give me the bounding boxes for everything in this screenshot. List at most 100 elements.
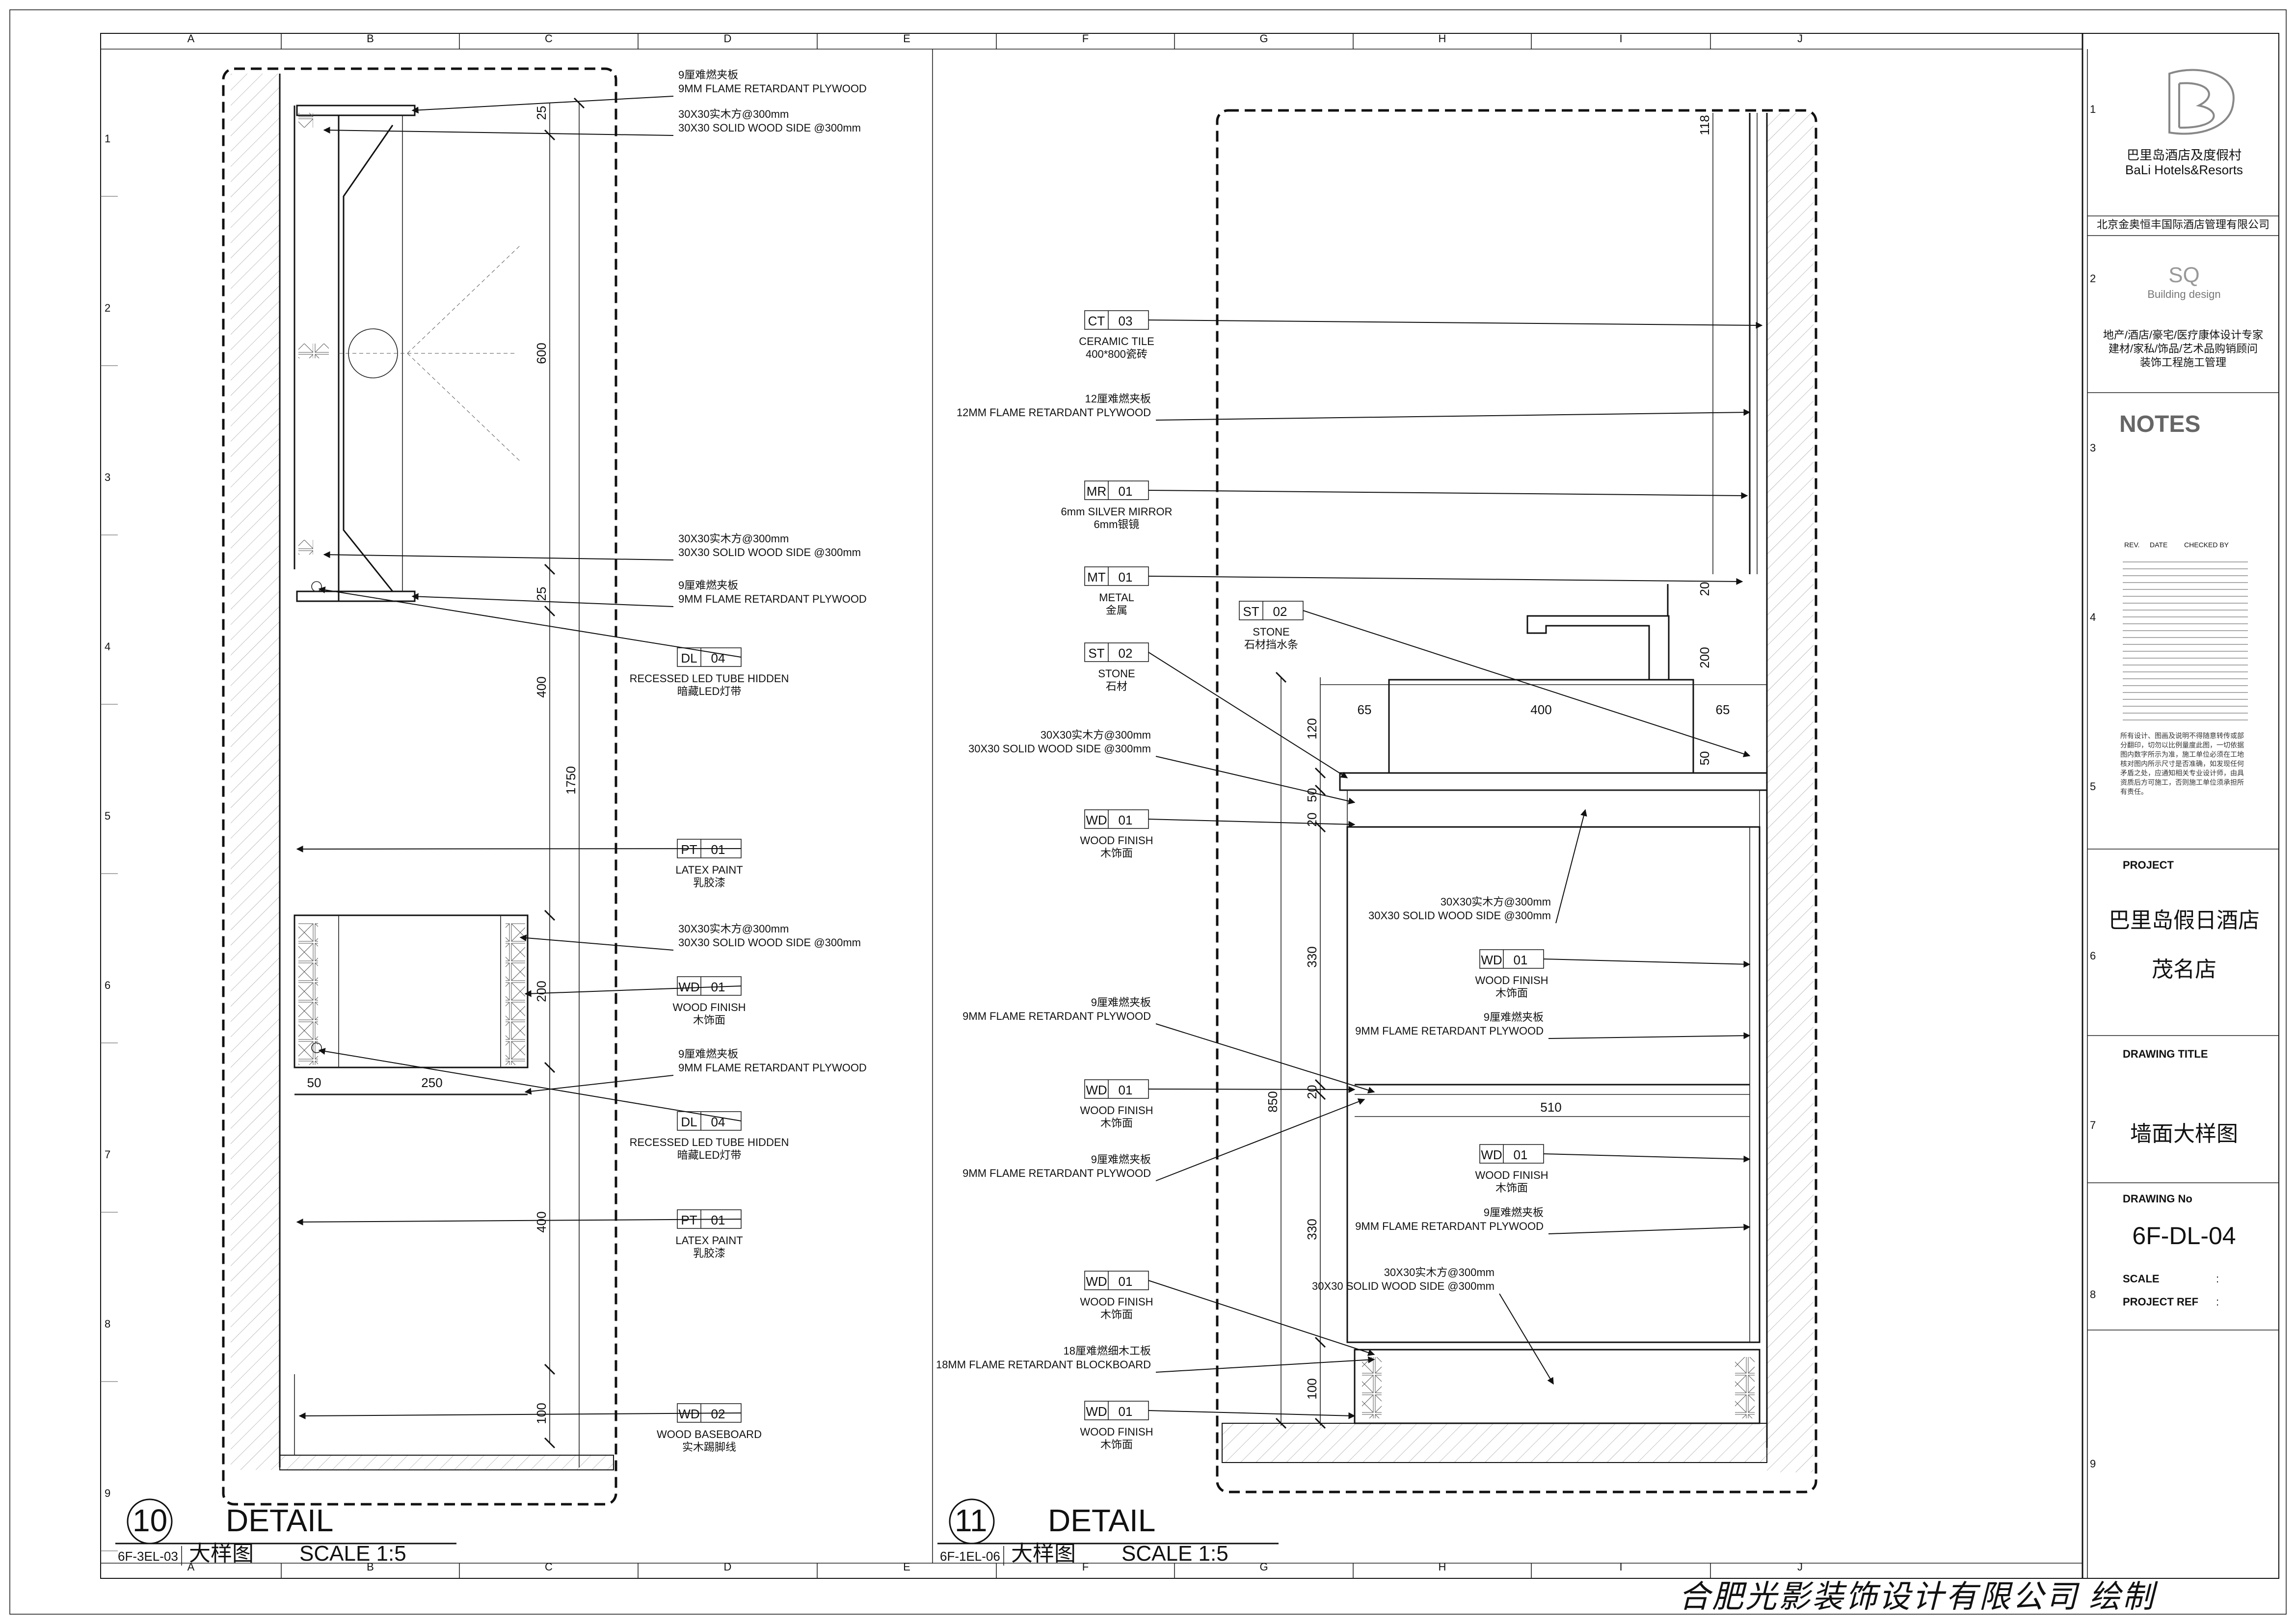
leader-line: [524, 1075, 674, 1095]
grid-row-label: 7: [105, 1148, 110, 1161]
grid-col-label: C: [545, 1561, 553, 1573]
detail-10-ref: 6F-3EL-03: [118, 1549, 178, 1564]
material-number: 01: [1119, 484, 1133, 499]
material-code: MR: [1087, 484, 1106, 499]
grid-col-label: C: [545, 32, 553, 45]
leader-line: [323, 551, 674, 560]
callout-cn: 乳胶漆: [693, 877, 725, 889]
dimension-label: 510: [1540, 1100, 1561, 1115]
sq-subtitle: Building design: [2147, 288, 2220, 300]
material-code: DL: [681, 651, 697, 666]
material-number: 02: [1273, 604, 1287, 619]
service-line-2: 建材/家私/饰品/艺术品购销顾问: [2109, 343, 2258, 355]
dimension-tick: [1314, 1417, 1326, 1429]
drawing-number: 6F-DL-04: [2132, 1222, 2236, 1250]
dimension-label: 65: [1358, 702, 1372, 717]
callout-en: 9MM FLAME RETARDANT PLYWOOD: [678, 1062, 867, 1074]
dimension-tick: [544, 909, 556, 921]
material-number: 01: [711, 842, 725, 857]
rev-header-rev: REV.: [2124, 541, 2139, 549]
brand-name-cn: 巴里岛酒店及度假村: [2127, 148, 2242, 162]
leader-line: [318, 586, 742, 658]
rev-header-checked: CHECKED BY: [2184, 541, 2229, 549]
dimension-tick: [544, 1062, 556, 1073]
brand-name-en: BaLi Hotels&Resorts: [2125, 162, 2243, 177]
grid-col-label: J: [1797, 32, 1803, 45]
callout-cn: 木饰面: [1100, 1438, 1133, 1451]
callout-en: 9MM FLAME RETARDANT PLYWOOD: [962, 1167, 1151, 1179]
callout-en: WOOD FINISH: [1080, 1426, 1153, 1438]
leader-line: [1148, 319, 1763, 329]
brand-logo-icon: [2168, 69, 2235, 135]
grid-row-label: 1: [2090, 103, 2096, 115]
detail-10-scale: SCALE 1:5: [299, 1542, 406, 1566]
grid-row-label: 6: [105, 979, 110, 991]
company-name: 北京金奥恒丰国际酒店管理有限公司: [2097, 218, 2269, 231]
callout-cn: 暗藏LED灯带: [677, 1149, 742, 1161]
grid-col-label: B: [367, 32, 374, 45]
rev-header-date: DATE: [2150, 541, 2167, 549]
detail-11-title-text: DETAIL: [1048, 1503, 1155, 1538]
material-code: WD: [1086, 1274, 1107, 1289]
material-code: MT: [1087, 570, 1106, 585]
callout-en: STONE: [1253, 626, 1289, 638]
material-code: WD: [678, 980, 699, 994]
dimension-label: 65: [1716, 702, 1730, 717]
callout-cn: 30X30实木方@300mm: [678, 532, 789, 545]
callout-en: RECESSED LED TUBE HIDDEN: [630, 1136, 789, 1148]
callout-en: 6mm SILVER MIRROR: [1061, 506, 1173, 518]
project-ref-colon: :: [2216, 1296, 2219, 1308]
grid-row-label: 1: [105, 133, 110, 145]
detail-11-number: 11: [955, 1503, 987, 1538]
notes-label: NOTES: [2119, 411, 2200, 437]
material-number: 01: [1119, 1083, 1133, 1097]
dimension-label: 250: [421, 1075, 442, 1090]
dimension-tick: [573, 97, 585, 109]
callout-cn: 石材: [1106, 680, 1127, 692]
material-number: 01: [1119, 570, 1133, 585]
callout-cn: 30X30实木方@300mm: [1041, 729, 1151, 741]
leader-line: [298, 1412, 742, 1419]
grid-col-label: E: [903, 1561, 910, 1573]
drawing-title: 墙面大样图: [2130, 1122, 2238, 1146]
material-number: 02: [711, 1407, 725, 1421]
leader-line: [1148, 490, 1748, 499]
material-number: 01: [711, 1213, 725, 1227]
grid-row-label: 8: [2090, 1288, 2096, 1301]
callout-en: WOOD FINISH: [672, 1001, 746, 1013]
leader-line: [1155, 1098, 1365, 1181]
dimension-tick: [544, 1363, 556, 1375]
grid-row-label: 2: [2090, 272, 2096, 285]
callout-cn: 400*800瓷砖: [1086, 348, 1148, 360]
dimension-label: 850: [1265, 1091, 1280, 1112]
callout-cn: 木饰面: [1100, 1117, 1133, 1129]
callout-en: LATEX PAINT: [675, 1234, 743, 1247]
material-code: ST: [1243, 604, 1259, 619]
callout-cn: 6mm银镜: [1094, 518, 1140, 531]
leader-line: [323, 127, 674, 136]
grid-col-label: A: [187, 1561, 195, 1573]
dimension-tick: [1314, 1089, 1326, 1100]
project-label: PROJECT: [2123, 859, 2174, 871]
drawing-title-label: DRAWING TITLE: [2123, 1048, 2208, 1060]
dimension-label: 120: [1305, 718, 1319, 739]
material-code: WD: [1481, 1147, 1502, 1162]
grid-row-label: 8: [105, 1318, 110, 1330]
material-code: PT: [681, 1213, 697, 1227]
dimension-tick: [1314, 1336, 1326, 1348]
callout-cn: 石材挡水条: [1244, 639, 1298, 651]
material-code: ST: [1088, 646, 1104, 661]
leader-line: [1148, 1280, 1375, 1356]
grid-row-label: 9: [2090, 1458, 2096, 1470]
grid-col-label: A: [187, 32, 195, 45]
callout-en: 9MM FLAME RETARDANT PLYWOOD: [678, 82, 867, 95]
detail-11-ref: 6F-1EL-06: [940, 1549, 1000, 1564]
leader-line: [1155, 1356, 1375, 1373]
detail-10-title-text: DETAIL: [226, 1503, 333, 1538]
callout-cn: 12厘难燃夹板: [1085, 393, 1151, 405]
leader-line: [411, 593, 674, 607]
